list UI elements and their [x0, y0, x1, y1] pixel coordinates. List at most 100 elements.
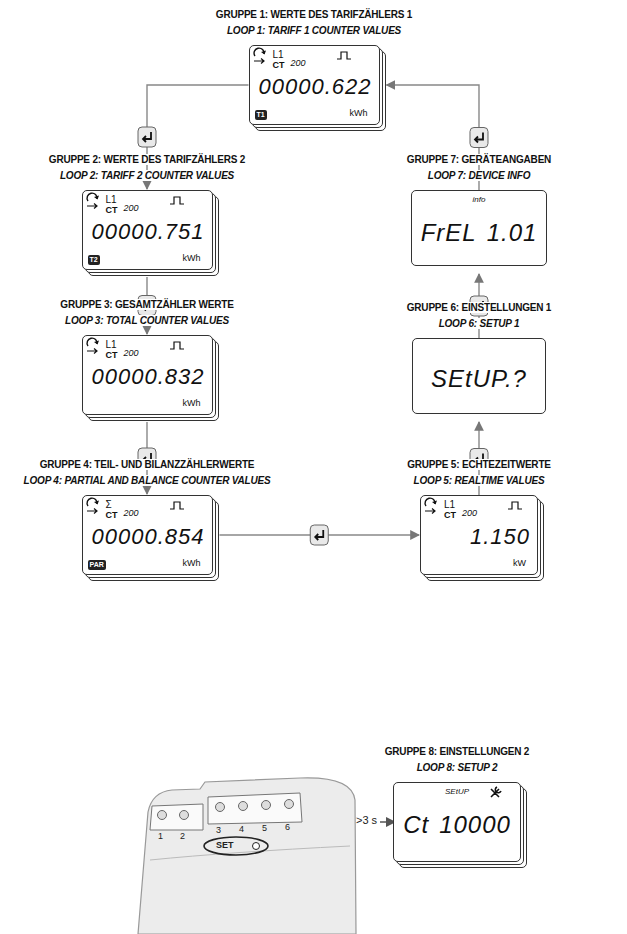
group-heading: LOOP 4: PARTIAL AND BALANCE COUNTER VALU…: [21, 475, 274, 486]
display-text: CT: [444, 511, 456, 521]
pulse-icon: [508, 502, 522, 509]
display-text: Ct: [403, 812, 429, 838]
display-text: 1.150: [470, 525, 530, 549]
display-text: Σ: [106, 499, 112, 510]
display-text: CT: [106, 511, 118, 521]
display-text: info: [411, 196, 548, 205]
enter-key: [138, 127, 156, 147]
loop-icon-head: [94, 196, 99, 200]
housing-edge: [150, 846, 350, 860]
group-heading: GRUPPE 4: TEIL- UND BILANZZÄHLERWERTE: [37, 459, 258, 470]
display-text: T2: [88, 255, 100, 265]
terminal-number: 3: [216, 826, 221, 836]
enter-key-cap: [138, 127, 156, 147]
group-heading: GRUPPE 3: GESAMTZÄHLER WERTE: [57, 299, 236, 310]
loop-icon-head: [94, 501, 99, 505]
display-text: 00000.622: [259, 75, 372, 99]
terminal-screw: [180, 811, 189, 820]
pulse-icon: [170, 342, 184, 349]
lcd-display: GRUPPE 1: WERTE DES TARIFZÄHLERS 1LOOP 1…: [249, 45, 380, 125]
display-text: 00000.854: [92, 525, 205, 549]
display-text: L1: [273, 49, 284, 60]
group-heading: GRUPPE 7: GERÄTEANGABEN: [404, 154, 554, 165]
display-text: CT: [106, 206, 118, 216]
group-heading: GRUPPE 6: EINSTELLUNGEN 1: [404, 302, 554, 313]
display-text: SEtUP: [393, 788, 521, 797]
display-text: CT: [106, 351, 118, 361]
loop-arrow: [87, 349, 97, 354]
display-text: T1: [255, 110, 267, 120]
group-heading: LOOP 3: TOTAL COUNTER VALUES: [62, 315, 232, 326]
lcd-display: GRUPPE 4: TEIL- UND BILANZZÄHLERWERTELOO…: [82, 495, 213, 575]
terminal-number: 6: [285, 823, 290, 833]
group-heading: GRUPPE 1: WERTE DES TARIFZÄHLERS 1: [213, 9, 415, 20]
pulse-icon: [170, 502, 184, 509]
display-text: FrEL: [421, 220, 477, 246]
lcd-display: GRUPPE 5: ECHTEZEITWERTELOOP 5: REALTIME…: [420, 495, 538, 575]
loop-arrow: [87, 509, 97, 514]
group-heading: LOOP 6: SETUP 1: [436, 318, 523, 329]
terminal-number: 2: [180, 832, 185, 842]
terminal-screw: [285, 800, 294, 809]
display-text: 00000.751: [92, 220, 205, 244]
group-heading: LOOP 2: TARIFF 2 COUNTER VALUES: [57, 170, 237, 181]
display-text: kWh: [183, 254, 201, 264]
lcd-display: GRUPPE 3: GESAMTZÄHLER WERTELOOP 3: TOTA…: [82, 335, 213, 415]
display-text: 200: [124, 349, 139, 359]
display-text: 200: [462, 509, 477, 519]
enter-key-cap: [470, 128, 488, 148]
group-heading: LOOP 1: TARIFF 1 COUNTER VALUES: [224, 25, 404, 36]
terminal-screw: [158, 811, 167, 820]
group-heading: LOOP 7: DEVICE INFO: [425, 170, 534, 181]
display-text: PAR: [88, 560, 106, 570]
terminal-screw: [239, 802, 248, 811]
display-text: kWh: [183, 559, 201, 569]
terminal-number: 4: [239, 825, 244, 835]
display-text: kWh: [350, 109, 368, 119]
pulse-icon: [337, 52, 351, 59]
terminal-screw: [262, 801, 271, 810]
terminal-number: 1: [158, 832, 163, 842]
enter-key-cap: [310, 525, 328, 545]
loop-arrow: [87, 204, 97, 209]
group-heading: LOOP 5: REALTIME VALUES: [411, 475, 548, 486]
display-text: L1: [106, 339, 117, 350]
display-text: L1: [106, 194, 117, 205]
group-heading: GRUPPE 2: WERTE DES TARIFZÄHLERS 2: [46, 154, 248, 165]
enter-key: [310, 525, 328, 545]
loop-icon-head: [432, 501, 437, 505]
display-text: kW: [513, 559, 526, 569]
set-button-ring: [204, 837, 268, 855]
loop-arrow: [425, 509, 435, 514]
pulse-icon: [170, 197, 184, 204]
display-text: 200: [124, 509, 139, 519]
enter-key-symbol: [475, 133, 483, 143]
display-text: SEtUP.?: [412, 366, 546, 392]
group-heading: GRUPPE 5: ECHTEZEITWERTE: [404, 459, 554, 470]
wrench-icon: [491, 787, 501, 797]
terminal-number: 5: [262, 824, 267, 834]
enter-key-symbol: [143, 132, 151, 142]
enter-key-symbol: [315, 530, 323, 540]
group-heading: LOOP 8: SETUP 2: [414, 762, 501, 773]
hold-time: >3 s: [356, 814, 377, 826]
loop-arrow: [254, 59, 264, 64]
display-text: L1: [444, 499, 455, 510]
set-button: [253, 843, 260, 850]
terminal-screw: [216, 803, 225, 812]
lcd-display: GRUPPE 2: WERTE DES TARIFZÄHLERS 2LOOP 2…: [82, 190, 213, 270]
display-text: kWh: [183, 399, 201, 409]
lcd-display: GRUPPE 7: GERÄTEANGABENLOOP 7: DEVICE IN…: [411, 190, 548, 266]
display-text: 1.01: [487, 220, 538, 246]
display-text: 200: [291, 59, 306, 69]
loop-icon-head: [261, 51, 266, 55]
terminal-block: [150, 804, 203, 830]
loop-icon-head: [94, 341, 99, 345]
button-label: SET: [216, 841, 234, 851]
display-text: 200: [124, 204, 139, 214]
group-heading: GRUPPE 8: EINSTELLUNGEN 2: [382, 746, 532, 757]
meter-housing: [138, 778, 356, 934]
display-text: 10000: [439, 812, 511, 838]
lcd-display: GRUPPE 8: EINSTELLUNGEN 2LOOP 8: SETUP 2…: [393, 782, 521, 862]
